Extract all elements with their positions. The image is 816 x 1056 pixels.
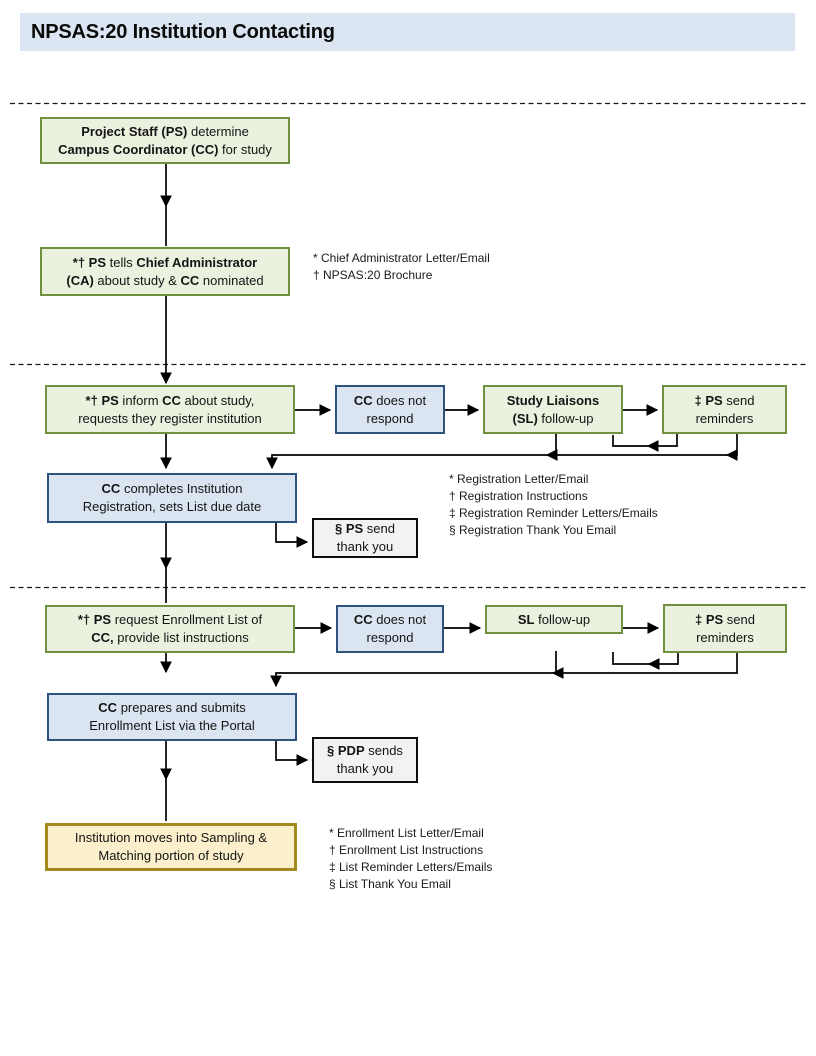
feedback-arrows xyxy=(266,434,738,766)
box-text: *† PS inform CC about study,requests the… xyxy=(78,392,262,426)
footnote-line: † NPSAS:20 Brochure xyxy=(313,268,433,282)
box-text: *† PS tells Chief Administrator(CA) abou… xyxy=(66,254,264,288)
footnotes-section1: * Chief Administrator Letter/Email † NPS… xyxy=(313,250,490,284)
footnotes-section3: * Enrollment List Letter/Email † Enrollm… xyxy=(329,825,492,893)
footnote-line: § List Thank You Email xyxy=(329,877,451,891)
box-study-liaisons-follow-up: Study Liaisons(SL) follow-up xyxy=(483,385,623,434)
title-bar: NPSAS:20 Institution Contacting xyxy=(20,13,795,51)
main-flow-arrows xyxy=(160,163,660,821)
footnote-line: * Registration Letter/Email xyxy=(449,472,589,486)
feedback2-right-segment xyxy=(725,434,738,461)
page-title: NPSAS:20 Institution Contacting xyxy=(31,20,335,43)
branch-to-ps-thank-you xyxy=(275,523,309,548)
feedback2-into-cc-completes xyxy=(266,454,547,470)
footnote-line: † Enrollment List Instructions xyxy=(329,843,484,857)
box-ps-inform-cc: *† PS inform CC about study,requests the… xyxy=(45,385,295,434)
box-text: SL follow-up xyxy=(517,611,591,627)
loop-reminders-to-sl-tail xyxy=(612,652,649,665)
loop-reminders-to-liaisons-arrow xyxy=(646,434,678,452)
footnote-line: † Registration Instructions xyxy=(449,489,588,503)
box-ps-tells-chief-administrator: *† PS tells Chief Administrator(CA) abou… xyxy=(40,247,290,296)
section-divider-lines xyxy=(10,102,807,589)
footnote-line: ‡ Registration Reminder Letters/Emails xyxy=(449,506,658,520)
footnote-line: ‡ List Reminder Letters/Emails xyxy=(329,860,493,874)
footnote-line: § Registration Thank You Email xyxy=(449,523,617,537)
feedback3-into-cc-prepares xyxy=(270,672,553,688)
box-sl-follow-up: SL follow-up xyxy=(485,605,623,634)
box-text: Institution moves into Sampling &Matchin… xyxy=(74,830,268,863)
branch-to-pdp-thank-you xyxy=(275,740,309,766)
footnote-line: * Chief Administrator Letter/Email xyxy=(313,251,490,265)
footnotes-section2: * Registration Letter/Email † Registrati… xyxy=(449,471,658,539)
box-institution-moves-to-sampling: Institution moves into Sampling &Matchin… xyxy=(45,823,297,871)
feedback3-right-segment xyxy=(551,652,738,679)
box-text: Study Liaisons(SL) follow-up xyxy=(506,392,600,426)
loop-reminders-to-liaisons-tail xyxy=(612,435,648,447)
footnote-line: * Enrollment List Letter/Email xyxy=(329,826,484,840)
loop-reminders-to-sl-arrow xyxy=(647,652,679,670)
